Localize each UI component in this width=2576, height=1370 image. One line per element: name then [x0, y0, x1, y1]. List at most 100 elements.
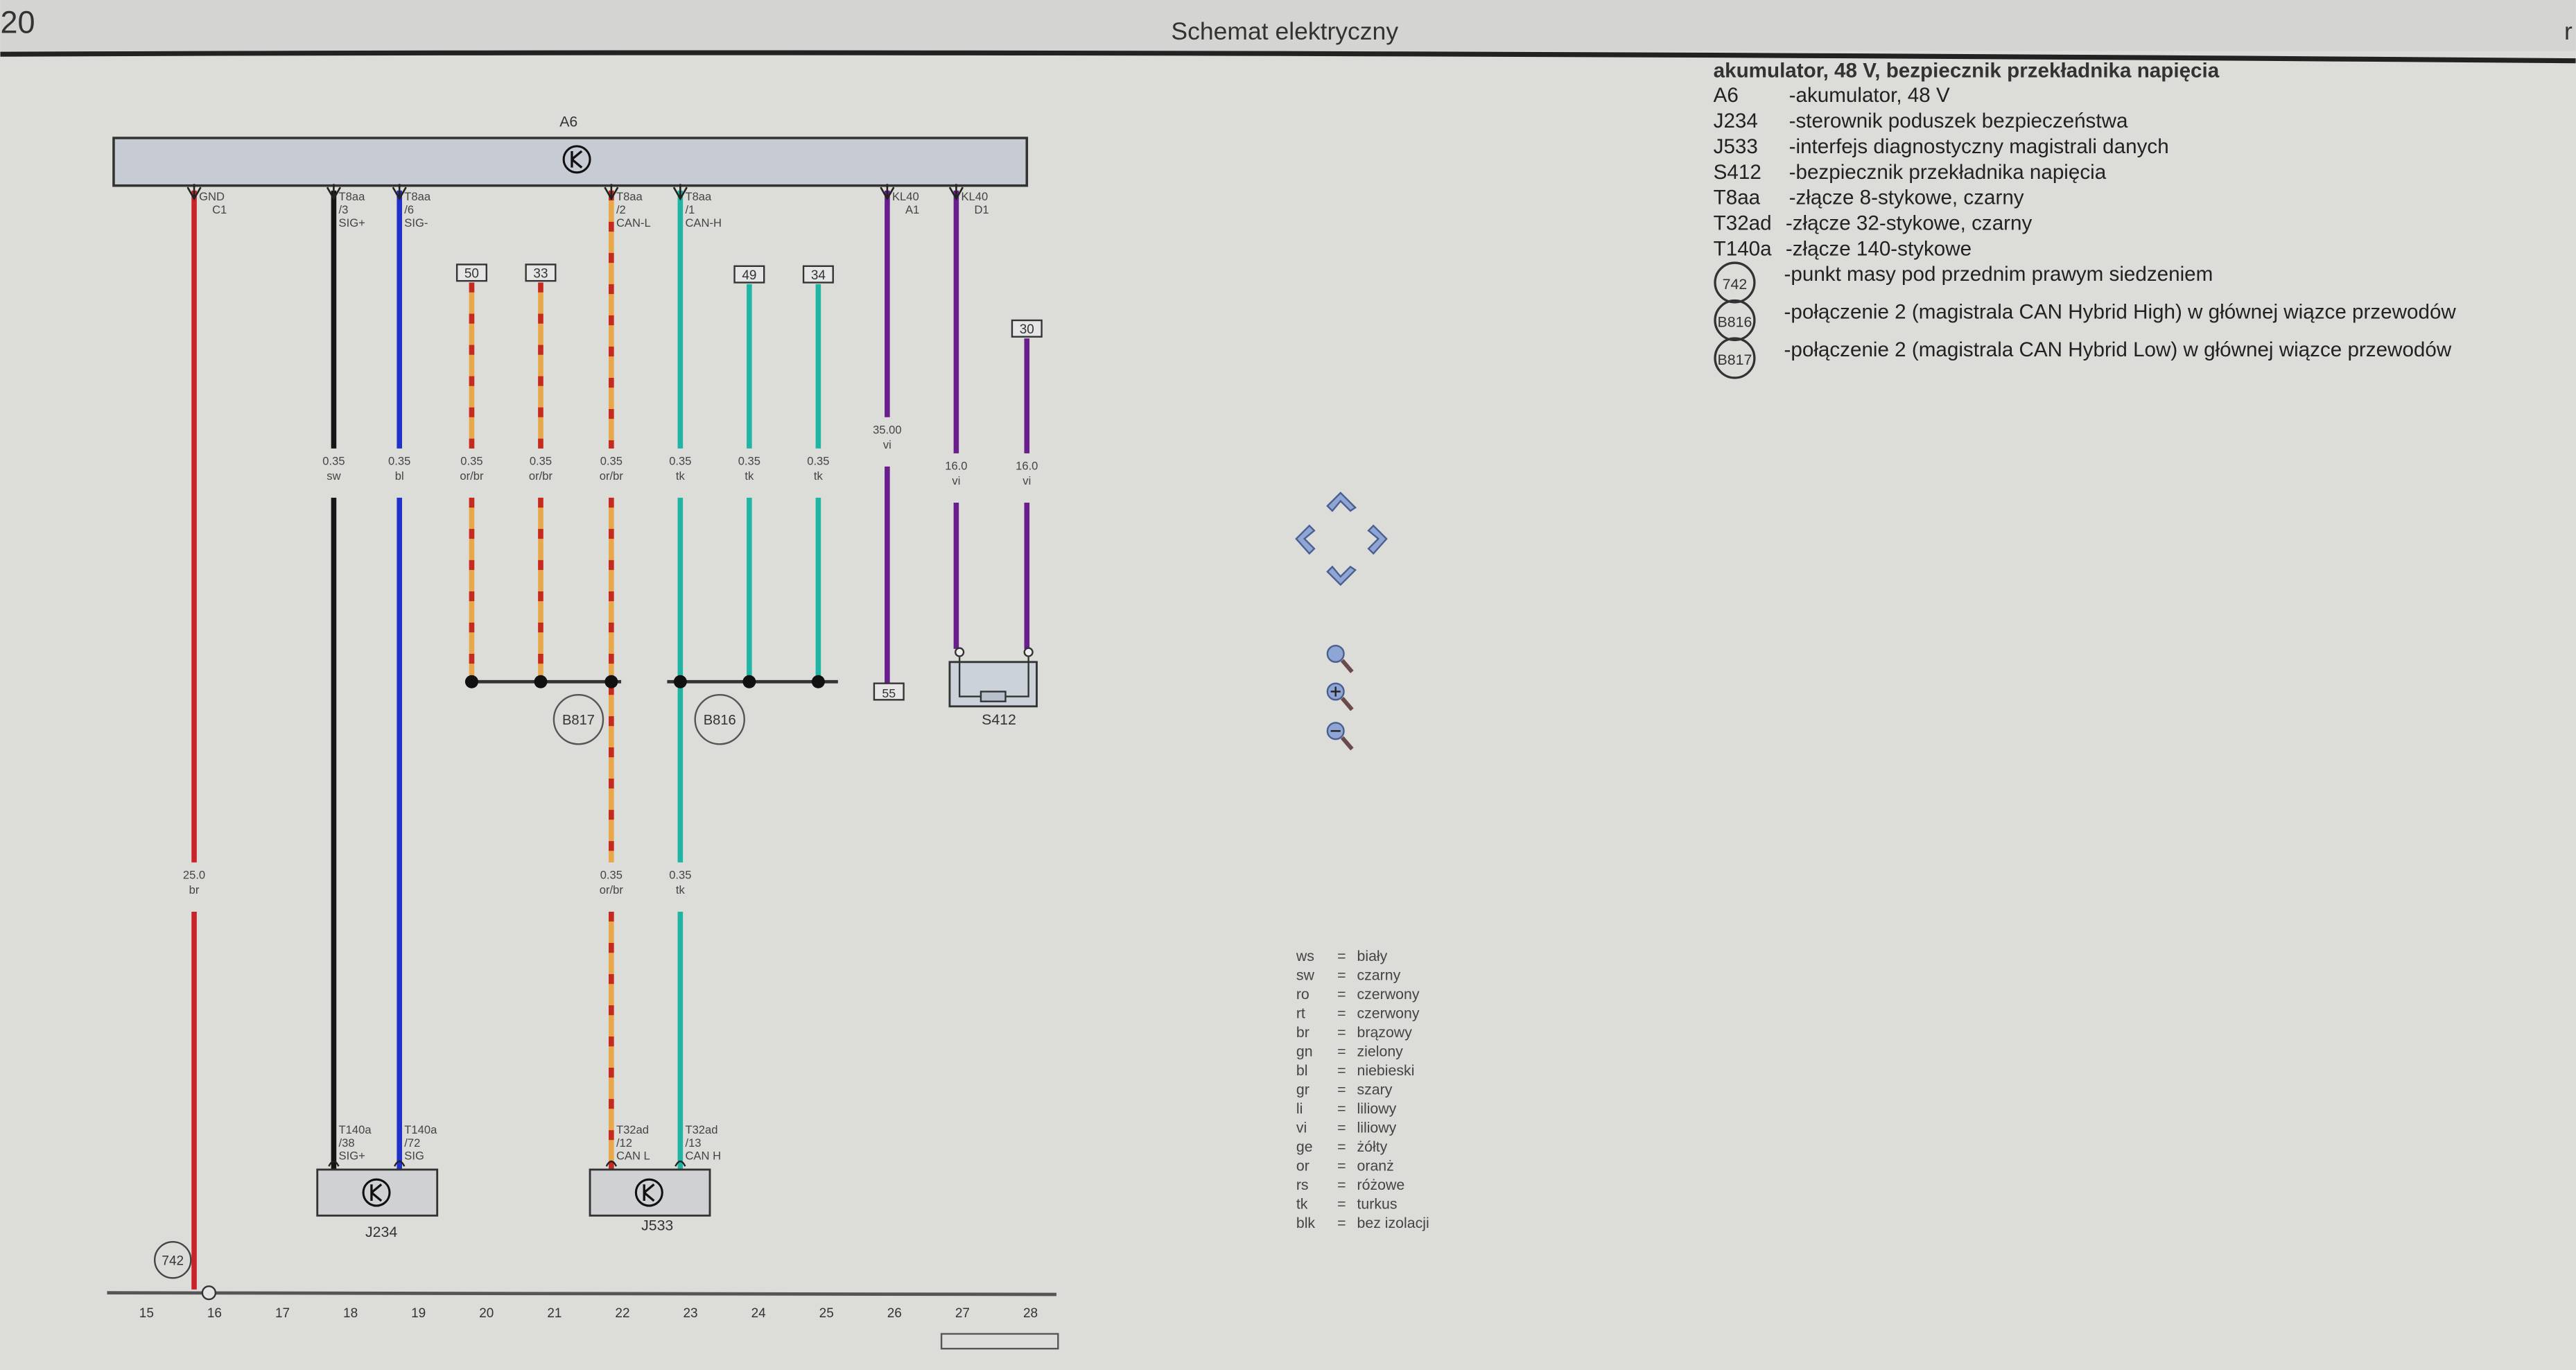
legend-code: T32ad — [1714, 212, 1772, 235]
color-code-name: szary — [1357, 1081, 1393, 1098]
wire-top-label: SIG- — [404, 216, 428, 229]
wire-gauge: 25.0 — [183, 869, 205, 882]
wire-5[interactable]: T8aa/2CAN-L0.35or/br0.35or/brT32ad/12CAN… — [600, 184, 651, 1170]
a6-label: A6 — [559, 113, 577, 130]
wire-color-code: sw — [327, 469, 341, 483]
wire-color-code: br — [189, 883, 200, 896]
wire-gauge: 0.35 — [738, 455, 760, 468]
color-code: bl — [1296, 1062, 1308, 1079]
j533-label: J533 — [641, 1217, 673, 1234]
color-code: or — [1296, 1157, 1309, 1174]
color-code: tk — [1296, 1195, 1308, 1212]
ground-point-742-circle[interactable] — [153, 1241, 192, 1279]
header-right-fragment: r — [2564, 17, 2573, 45]
color-code-equals: = — [1337, 1043, 1346, 1059]
zoom-in-icon[interactable] — [1326, 682, 1354, 711]
color-code: gn — [1296, 1043, 1313, 1059]
color-code-equals: = — [1337, 1062, 1346, 1079]
legend-description: -bezpiecznik przekładnika napięcia — [1789, 161, 2107, 184]
connector-socket-icon — [605, 1160, 618, 1167]
color-code-equals: = — [1337, 1081, 1346, 1098]
legend-code: 742 — [1723, 276, 1748, 293]
legend-description: -połączenie 2 (magistrala CAN Hybrid Low… — [1784, 338, 2452, 361]
a6-battery-block[interactable] — [112, 137, 1029, 187]
wire-bottom-label: CAN L — [616, 1150, 650, 1163]
wire-bottom-label: CAN H — [685, 1150, 721, 1163]
zoom-out-icon[interactable] — [1326, 722, 1354, 751]
wire-gauge: 0.35 — [669, 869, 691, 882]
wire-top-label: CAN-L — [616, 216, 651, 229]
j234-control-unit[interactable] — [316, 1168, 439, 1217]
pin-55-label: 55 — [882, 686, 896, 700]
wire-top-label: T8aa — [616, 190, 643, 203]
connector-arrow-icon — [186, 184, 202, 201]
ground-line — [107, 1291, 1056, 1297]
wire-gauge: 0.35 — [600, 869, 623, 882]
pin-box — [802, 265, 834, 284]
pin-box-label: 30 — [1020, 322, 1034, 337]
page-number: 20 — [0, 4, 35, 40]
color-code: rs — [1296, 1177, 1309, 1193]
splice-b817-label: B817 — [562, 713, 595, 728]
connector-arrow-icon — [880, 184, 895, 201]
j234-label: J234 — [365, 1224, 397, 1240]
wire-gauge: 16.0 — [945, 460, 967, 473]
splice-junction-dot — [604, 675, 618, 688]
grid-column-number: 28 — [1023, 1306, 1038, 1321]
color-code-name: oranż — [1357, 1157, 1394, 1174]
grid-column-number: 15 — [139, 1306, 154, 1321]
splice-b817-circle[interactable] — [552, 694, 604, 745]
wire-gauge: 0.35 — [669, 455, 691, 468]
zoom-fit-icon[interactable] — [1326, 644, 1354, 673]
legend-code: T140a — [1714, 238, 1772, 261]
color-code-name: bez izolacji — [1357, 1215, 1429, 1231]
pin-box — [733, 265, 765, 284]
legend-description: -połączenie 2 (magistrala CAN Hybrid Hig… — [1784, 301, 2457, 324]
pan-up-icon[interactable] — [1326, 492, 1357, 512]
s412-fuse[interactable] — [948, 647, 1038, 708]
wire-bottom-label: T140a — [404, 1123, 437, 1136]
legend-code: S412 — [1714, 161, 1761, 184]
wire-gauge: 0.35 — [460, 455, 482, 468]
wire-gauge: 0.35 — [530, 455, 552, 468]
wire-color-code: tk — [814, 469, 824, 483]
wire-top-label: A1 — [905, 203, 919, 216]
connector-socket-icon — [394, 1160, 406, 1167]
color-code-equals: = — [1337, 1157, 1346, 1174]
connector-socket-icon — [675, 1160, 686, 1167]
j533-control-unit[interactable] — [589, 1168, 711, 1217]
pan-down-icon[interactable] — [1326, 565, 1357, 587]
wire-bottom-label: /38 — [339, 1136, 355, 1150]
color-code-name: biały — [1357, 948, 1388, 964]
splice-b816-circle[interactable] — [694, 694, 745, 745]
wire-gauge: 16.0 — [1016, 460, 1038, 473]
grid-column-number: 27 — [955, 1306, 970, 1321]
pin-box — [455, 263, 487, 282]
grid-column-number: 22 — [615, 1306, 629, 1321]
grid-column-number: 17 — [275, 1306, 290, 1321]
pan-right-icon[interactable] — [1367, 524, 1388, 555]
wire-top-label: C1 — [212, 203, 227, 216]
wire-color-code: bl — [395, 469, 404, 483]
wire-color-code-list: ws=białysw=czarnyro=czerwonyrt=czerwonyb… — [1296, 948, 1429, 1231]
legend-circle-symbol — [1714, 261, 1756, 304]
wire-top-label: KL40 — [892, 190, 919, 203]
legend-code: J533 — [1714, 135, 1758, 158]
pan-left-icon[interactable] — [1295, 524, 1316, 555]
ground-point-742-label: 742 — [162, 1254, 184, 1268]
wire-color-code: tk — [676, 469, 686, 483]
wire-bottom-label: T140a — [339, 1123, 372, 1136]
legend-code: A6 — [1714, 84, 1739, 107]
color-code-equals: = — [1337, 1119, 1346, 1136]
